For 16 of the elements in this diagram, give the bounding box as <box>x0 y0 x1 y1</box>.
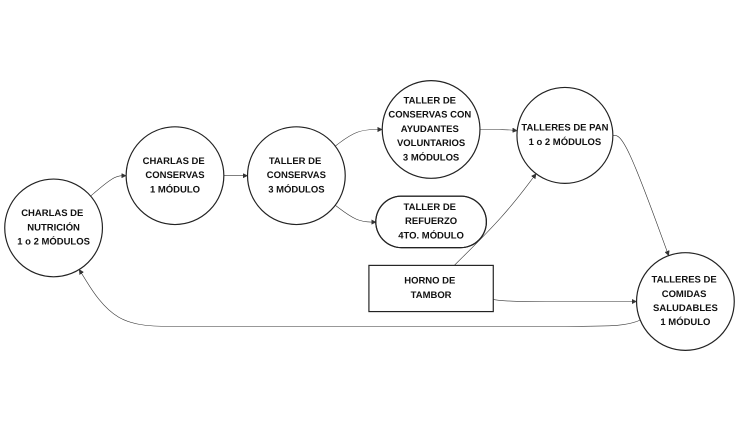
arrow <box>454 174 536 266</box>
arrow <box>334 204 376 225</box>
arrow <box>79 269 640 327</box>
node-circle: TALLERES DE COMIDAS SALUDABLES 1 MÓDULO <box>636 252 735 351</box>
arrow <box>612 135 670 256</box>
arrow <box>480 128 518 133</box>
node-circle: CHARLAS DE NUTRICIÓN 1 o 2 MÓDULOS <box>4 178 104 278</box>
arrow <box>334 126 382 146</box>
arrow <box>492 298 637 304</box>
node-circle: TALLER DE CONSERVAS CON AYUDANTES VOLUNTARIOS 3 MÓDULOS <box>382 80 481 179</box>
node-circle: CHARLAS DE CONSERVAS 1 MÓDULO <box>126 126 224 226</box>
arrow <box>90 173 126 196</box>
node-circle: TALLERES DE PAN 1 o 2 MÓDULOS <box>516 86 614 184</box>
node-box: HORNO DE TAMBOR <box>368 264 494 312</box>
node-circle: TALLER DE CONSERVAS 3 MÓDULOS <box>246 126 346 226</box>
arrow <box>224 173 248 178</box>
